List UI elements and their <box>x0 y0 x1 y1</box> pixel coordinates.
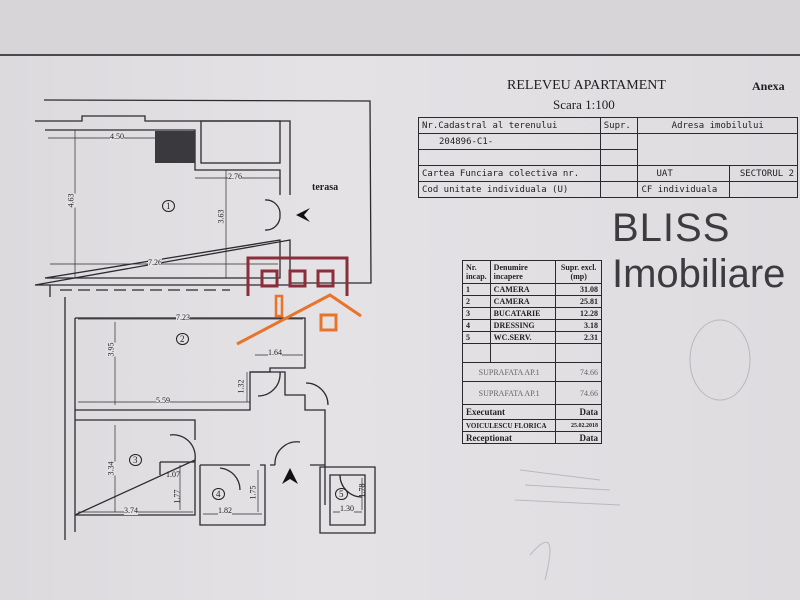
entrance-door <box>274 441 301 466</box>
room-1-outer-wall <box>34 115 291 286</box>
room-2-walls <box>75 317 306 411</box>
left-outer-wall <box>64 297 76 540</box>
room-number-4: 4 <box>212 488 225 500</box>
uat-label: UAT <box>637 165 731 182</box>
cf-individuala-value <box>729 181 798 198</box>
dim-r1-bottom: 7.26 <box>148 258 162 267</box>
brick-chimney <box>155 131 195 163</box>
address-value <box>637 133 798 166</box>
round-stamp <box>689 319 751 401</box>
logo-door-icon <box>319 313 338 332</box>
room-1-closet <box>200 120 281 164</box>
room-2-door <box>257 371 281 397</box>
header-name: Denumire incapere <box>489 260 557 284</box>
logo-chimney-icon <box>274 294 284 318</box>
room-number-1: 1 <box>162 200 175 212</box>
room-4-walls <box>199 464 266 526</box>
dim-r1-top: 4.50 <box>110 132 124 141</box>
suprafata-totala-label: SUPRAFATA AP.1 <box>461 381 557 405</box>
logo-roof-icon <box>236 293 362 346</box>
logo-window-icon <box>316 269 335 288</box>
terrace-label: terasa <box>312 182 339 193</box>
logo-frame-icon <box>246 256 349 296</box>
receptionat-data-label: Data <box>555 431 602 444</box>
header-area: Supr. excl.(mp) <box>555 260 602 284</box>
document-title: RELEVEU APARTAMENT <box>507 78 666 93</box>
room-number-3: 3 <box>129 454 142 466</box>
room-3-door <box>169 434 196 461</box>
room-name: CAMERA <box>489 295 557 308</box>
room-number-2: 2 <box>176 333 189 345</box>
receptionat-label: Receptionat <box>461 431 557 444</box>
logo-window-icon <box>288 269 307 288</box>
cadastral-table: Nr.Cadastral al terenului Supr. Adresa i… <box>418 117 798 198</box>
dim-r1-notch-w: 2.76 <box>228 172 242 181</box>
dim-r2-top: 7.23 <box>176 313 190 322</box>
entrance-arrow-main <box>282 468 298 484</box>
dim-r5-w: 1.30 <box>340 504 354 513</box>
room-number-5: 5 <box>335 488 348 500</box>
room-3-counter <box>159 461 195 475</box>
room-name: CAMERA <box>489 283 557 296</box>
cf-individuala-label: CF individuala <box>637 181 731 198</box>
hall-door <box>305 382 329 406</box>
annex-label: Anexa <box>752 79 785 93</box>
suprafata-totala-value: 74.66 <box>555 381 602 405</box>
entrance-arrow-terrace <box>296 208 310 222</box>
logo-window-icon <box>260 269 279 288</box>
room-5-walls <box>319 466 376 534</box>
terrace-door <box>264 199 281 231</box>
dim-r4-w: 1.82 <box>218 506 232 515</box>
hall-walls <box>250 371 326 505</box>
dim-r3-a: 1.07 <box>166 470 180 479</box>
room-3-walls <box>74 419 196 516</box>
room-4-door <box>219 467 241 491</box>
signature-stamp <box>514 469 621 581</box>
dim-r2-bottom: 5.59 <box>156 396 170 405</box>
dim-r2-notch-w: 1.64 <box>268 348 282 357</box>
paper-edge <box>0 54 800 56</box>
logo-brand-text: BLISS <box>612 206 731 250</box>
logo-sub-text: Imobiliare <box>612 252 786 296</box>
cod-unitate-label: Cod unitate individuala (U) <box>418 181 601 198</box>
room-divider-dashed <box>49 285 230 297</box>
rooms-table: Nr. incap. Denumire incapere Supr. excl.… <box>461 260 602 444</box>
dim-r3-bottom: 3.74 <box>124 506 138 515</box>
document-scale: Scara 1:100 <box>553 97 615 112</box>
terrace-outline <box>43 99 372 284</box>
